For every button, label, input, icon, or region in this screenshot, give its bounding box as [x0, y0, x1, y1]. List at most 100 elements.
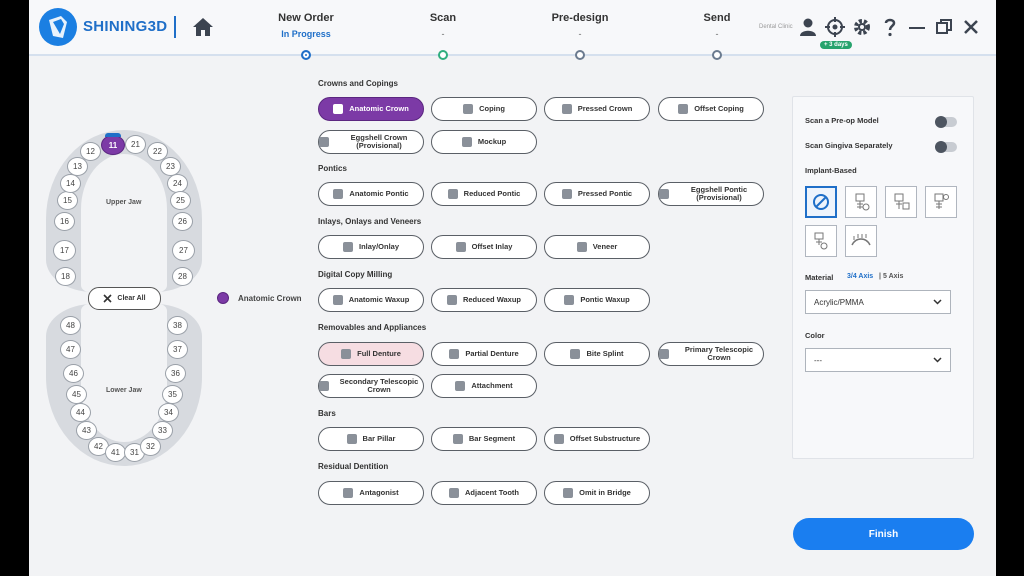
veneer-icon: [576, 242, 587, 252]
type-coping[interactable]: Coping: [431, 97, 537, 121]
type-offset-coping[interactable]: Offset Coping: [658, 97, 764, 121]
coping-icon: [463, 104, 474, 114]
tooth-22[interactable]: 22: [147, 142, 168, 161]
tooth-41[interactable]: 41: [105, 443, 126, 462]
type-reduced-pontic[interactable]: Reduced Pontic: [431, 182, 537, 206]
tooth-11[interactable]: 11: [101, 133, 125, 155]
type-secondary-telescopic-crown[interactable]: Secondary Telescopic Crown: [318, 374, 424, 398]
type-anatomic-pontic[interactable]: Anatomic Pontic: [318, 182, 424, 206]
user-icon[interactable]: [798, 17, 818, 37]
app-window: SHINING3D New Order In Progress Scan - P…: [29, 0, 996, 576]
tooth-24[interactable]: 24: [167, 174, 188, 193]
preop-toggle[interactable]: [935, 116, 957, 128]
user-label: Dental Clinic: [759, 24, 793, 30]
implant-none-icon[interactable]: [805, 186, 837, 218]
minimize-icon[interactable]: [907, 17, 927, 37]
tooth-45[interactable]: 45: [66, 385, 87, 404]
type-reduced-waxup[interactable]: Reduced Waxup: [431, 288, 537, 312]
tooth-38[interactable]: 38: [167, 316, 188, 335]
type-full-denture[interactable]: Full Denture: [318, 342, 424, 366]
tooth-35[interactable]: 35: [162, 385, 183, 404]
type-bar-pillar[interactable]: Bar Pillar: [318, 427, 424, 451]
type-adjacent-tooth[interactable]: Adjacent Tooth: [431, 481, 537, 505]
tooth-26[interactable]: 26: [172, 212, 193, 231]
adjacent-tooth-icon: [448, 488, 459, 498]
section-inlays: Inlays, Onlays and Veneers: [318, 217, 422, 226]
tooth-47[interactable]: 47: [60, 340, 81, 359]
tooth-27[interactable]: 27: [172, 240, 195, 261]
type-bar-segment[interactable]: Bar Segment: [431, 427, 537, 451]
material-select[interactable]: Acrylic/PMMA: [805, 290, 951, 314]
tooth-28[interactable]: 28: [172, 267, 193, 286]
question-icon[interactable]: [880, 17, 900, 37]
type-eggshell-pontic[interactable]: Eggshell Pontic (Provisional): [658, 182, 764, 206]
type-pontic-waxup[interactable]: Pontic Waxup: [544, 288, 650, 312]
lower-arch-inner: [81, 304, 167, 442]
tooth-33[interactable]: 33: [152, 421, 173, 440]
x-icon: [103, 294, 112, 303]
tooth-12[interactable]: 12: [80, 142, 101, 161]
tooth-48[interactable]: 48: [60, 316, 81, 335]
tooth-34[interactable]: 34: [158, 403, 179, 422]
implant-type-3-icon[interactable]: [925, 186, 957, 218]
type-bite-splint[interactable]: Bite Splint: [544, 342, 650, 366]
clear-all-button[interactable]: Clear All: [88, 287, 161, 310]
implant-type-4-icon[interactable]: [805, 225, 837, 257]
tooth-44[interactable]: 44: [70, 403, 91, 422]
gingiva-label: Scan Gingiva Separately: [805, 141, 893, 150]
tooth-25[interactable]: 25: [170, 191, 191, 210]
close-icon[interactable]: [961, 17, 981, 37]
secondary-telescopic-icon: [319, 381, 329, 391]
tooth-18[interactable]: 18: [55, 267, 76, 286]
tooth-32[interactable]: 32: [140, 437, 161, 456]
home-icon[interactable]: [191, 16, 215, 38]
brand-name: SHINING3D: [83, 18, 168, 35]
implant-type-2-icon[interactable]: [885, 186, 917, 218]
tooth-14[interactable]: 14: [60, 174, 81, 193]
tooth-43[interactable]: 43: [76, 421, 97, 440]
gingiva-toggle[interactable]: [935, 141, 957, 153]
type-eggshell-crown[interactable]: Eggshell Crown (Provisional): [318, 130, 424, 154]
tooth-13[interactable]: 13: [67, 157, 88, 176]
inlay-icon: [342, 242, 353, 252]
type-pressed-crown[interactable]: Pressed Crown: [544, 97, 650, 121]
type-offset-inlay[interactable]: Offset Inlay: [431, 235, 537, 259]
legend-color-dot: [217, 292, 229, 304]
implant-bar-icon[interactable]: [845, 225, 877, 257]
upper-jaw-label: Upper Jaw: [106, 199, 142, 206]
lower-jaw-label: Lower Jaw: [106, 387, 142, 394]
tooth-46[interactable]: 46: [63, 364, 84, 383]
tooth-36[interactable]: 36: [165, 364, 186, 383]
section-pontics: Pontics: [318, 164, 347, 173]
type-anatomic-waxup[interactable]: Anatomic Waxup: [318, 288, 424, 312]
type-offset-substructure[interactable]: Offset Substructure: [544, 427, 650, 451]
anatomic-waxup-icon: [332, 295, 343, 305]
type-antagonist[interactable]: Antagonist: [318, 481, 424, 505]
tooth-16[interactable]: 16: [54, 212, 75, 231]
type-pressed-pontic[interactable]: Pressed Pontic: [544, 182, 650, 206]
restore-icon[interactable]: [934, 17, 954, 37]
tooth-21[interactable]: 21: [125, 135, 146, 154]
telescopic-crown-icon: [659, 349, 669, 359]
omit-bridge-icon: [563, 488, 574, 498]
axis-5-option[interactable]: 5 Axis: [883, 273, 904, 280]
type-primary-telescopic-crown[interactable]: Primary Telescopic Crown: [658, 342, 764, 366]
type-veneer[interactable]: Veneer: [544, 235, 650, 259]
crosshair-icon[interactable]: [825, 17, 845, 37]
type-mockup[interactable]: Mockup: [431, 130, 537, 154]
eggshell-crown-icon: [319, 137, 329, 147]
tooth-37[interactable]: 37: [167, 340, 188, 359]
finish-button[interactable]: Finish: [793, 518, 974, 550]
type-partial-denture[interactable]: Partial Denture: [431, 342, 537, 366]
type-attachment[interactable]: Attachment: [431, 374, 537, 398]
axis-3-4-option[interactable]: 3/4 Axis: [847, 273, 874, 280]
tooth-17[interactable]: 17: [53, 240, 76, 261]
implant-type-1-icon[interactable]: [845, 186, 877, 218]
reduced-waxup-icon: [446, 295, 457, 305]
type-inlay-onlay[interactable]: Inlay/Onlay: [318, 235, 424, 259]
tooth-15[interactable]: 15: [57, 191, 78, 210]
type-anatomic-crown[interactable]: Anatomic Crown: [318, 97, 424, 121]
color-select[interactable]: ---: [805, 348, 951, 372]
gear-icon[interactable]: [852, 17, 872, 37]
type-omit-in-bridge[interactable]: Omit in Bridge: [544, 481, 650, 505]
